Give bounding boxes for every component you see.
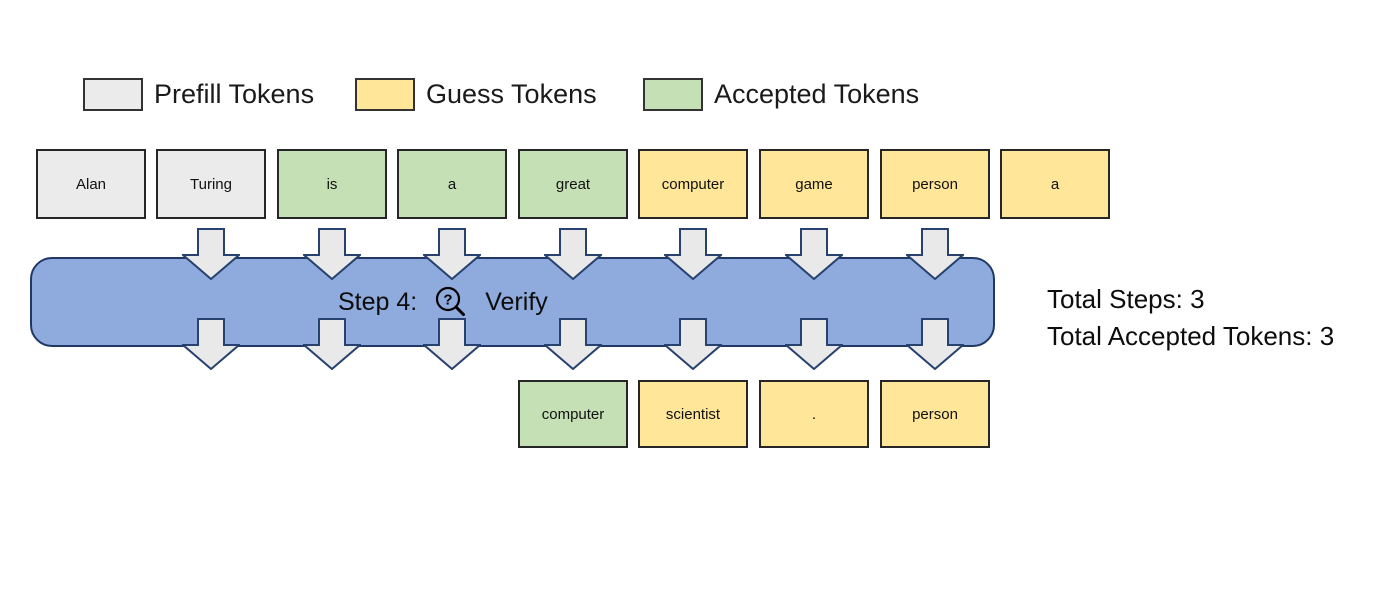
total-steps-label: Total Steps: 3 bbox=[1047, 284, 1205, 314]
legend-swatch-accepted bbox=[643, 78, 703, 111]
down-arrow-icon bbox=[662, 228, 724, 281]
down-arrow-icon bbox=[904, 318, 966, 371]
token-text: a bbox=[447, 175, 457, 193]
token-box-prefill: Alan bbox=[36, 149, 146, 219]
step-number-label: Step 4: bbox=[338, 287, 418, 316]
legend-label: Accepted Tokens bbox=[714, 79, 920, 109]
token-box-guess: person bbox=[880, 380, 990, 448]
verify-step-label: Step 4: ? Verify bbox=[338, 257, 548, 347]
token-box-prefill: Turing bbox=[156, 149, 266, 219]
down-arrow-icon bbox=[180, 318, 242, 371]
token-text: computer bbox=[661, 175, 725, 193]
token-box-guess: scientist bbox=[638, 380, 748, 448]
token-text: a bbox=[1050, 175, 1060, 193]
token-text: Alan bbox=[75, 175, 107, 193]
token-text: . bbox=[811, 405, 817, 423]
down-arrow-icon bbox=[904, 228, 966, 281]
token-text: game bbox=[795, 175, 833, 193]
down-arrow-icon bbox=[421, 228, 483, 281]
total-accepted-label: Total Accepted Tokens: 3 bbox=[1047, 321, 1335, 351]
token-box-guess: a bbox=[1000, 149, 1110, 219]
token-text: person bbox=[912, 175, 958, 193]
token-text: Turing bbox=[190, 175, 232, 193]
token-box-guess: game bbox=[759, 149, 869, 219]
down-arrow-icon bbox=[180, 228, 242, 281]
magnifier-question-icon: ? bbox=[436, 286, 466, 316]
svg-text:?: ? bbox=[444, 292, 453, 309]
down-arrow-icon bbox=[421, 318, 483, 371]
down-arrow-icon bbox=[783, 318, 845, 371]
token-text: great bbox=[555, 175, 591, 193]
legend-swatch-guess bbox=[355, 78, 415, 111]
legend-swatch-prefill bbox=[83, 78, 143, 111]
down-arrow-icon bbox=[301, 318, 363, 371]
stats-panel: Total Steps: 3 Total Accepted Tokens: 3 bbox=[1047, 281, 1334, 355]
down-arrow-icon bbox=[542, 228, 604, 281]
token-text: person bbox=[912, 405, 958, 423]
token-box-accepted: a bbox=[397, 149, 507, 219]
legend-item-prefill: Prefill Tokens bbox=[83, 78, 314, 111]
down-arrow-icon bbox=[301, 228, 363, 281]
token-text: scientist bbox=[665, 405, 721, 423]
token-text: is bbox=[326, 175, 338, 193]
down-arrow-icon bbox=[542, 318, 604, 371]
token-box-accepted: is bbox=[277, 149, 387, 219]
legend-item-guess: Guess Tokens bbox=[355, 78, 597, 111]
token-text: computer bbox=[541, 405, 605, 423]
legend-label: Prefill Tokens bbox=[154, 79, 315, 109]
token-box-guess: computer bbox=[638, 149, 748, 219]
legend-label: Guess Tokens bbox=[426, 79, 597, 109]
token-box-accepted: great bbox=[518, 149, 628, 219]
legend-item-accepted: Accepted Tokens bbox=[643, 78, 919, 111]
step-action-label: Verify bbox=[485, 287, 548, 316]
verify-step-bar bbox=[30, 257, 995, 347]
token-box-accepted: computer bbox=[518, 380, 628, 448]
down-arrow-icon bbox=[783, 228, 845, 281]
down-arrow-icon bbox=[662, 318, 724, 371]
token-box-guess: person bbox=[880, 149, 990, 219]
token-box-guess: . bbox=[759, 380, 869, 448]
